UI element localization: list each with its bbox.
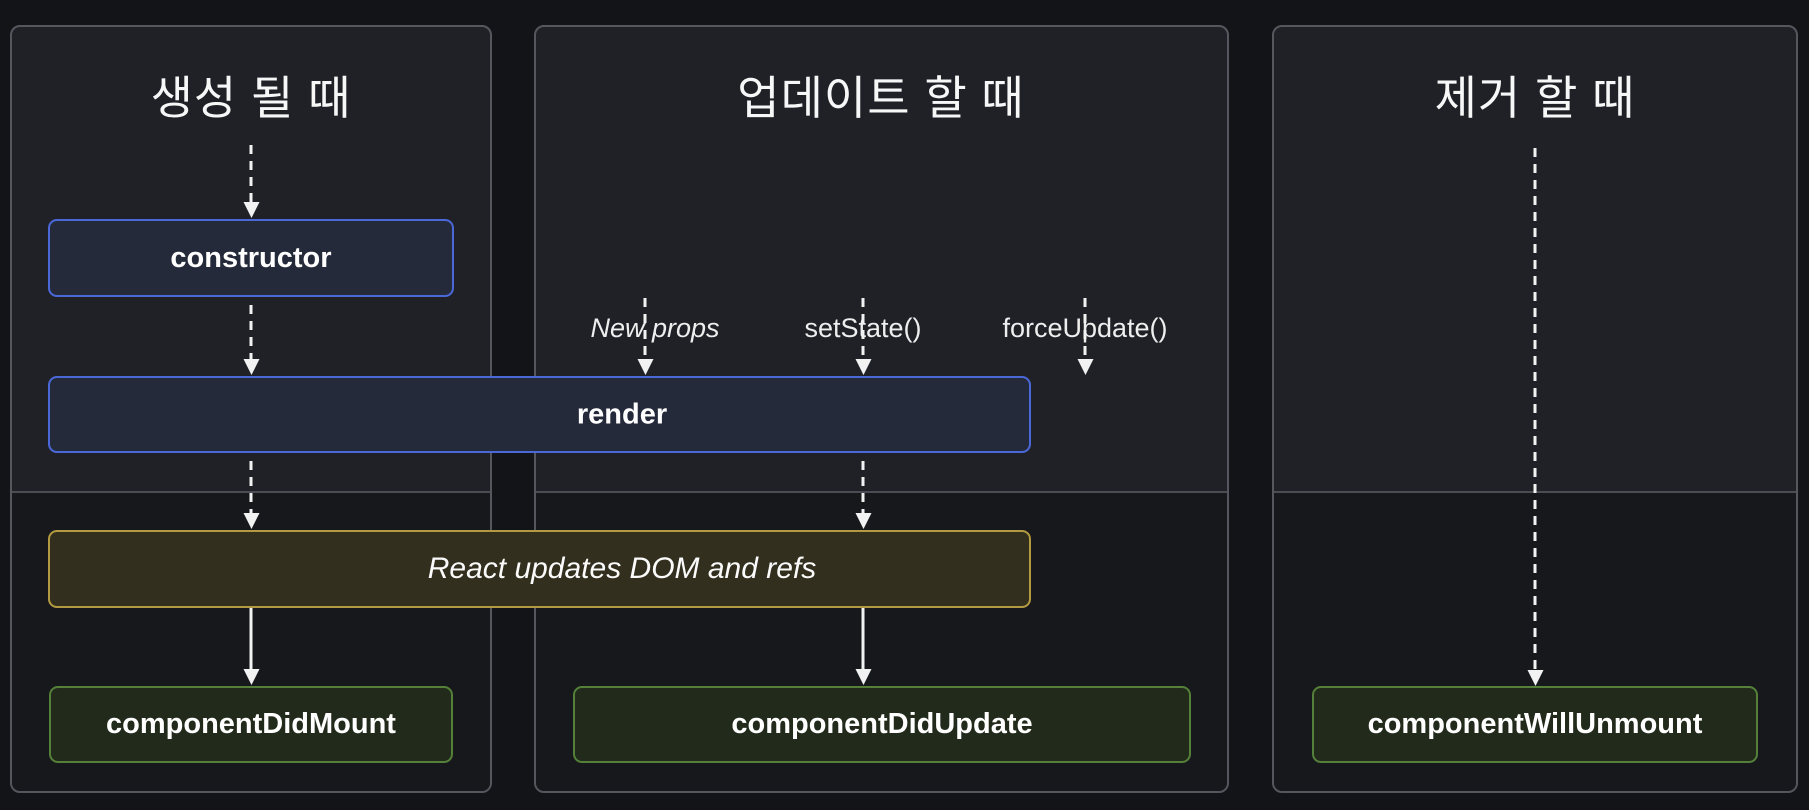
box-componentdidupdate-label: componentDidUpdate xyxy=(731,708,1033,740)
arrow-render-to-domupdate-mid xyxy=(861,461,865,514)
box-react-updates-dom-label: React updates DOM and refs xyxy=(427,552,817,585)
column-title-unmount: 제거 할 때 xyxy=(1434,72,1636,124)
arrow-newprops-to-render xyxy=(643,298,647,360)
arrow-unmount-to-willunmount xyxy=(1533,148,1537,671)
arrow-domupdate-to-didupdate xyxy=(861,608,865,670)
box-constructor-label: constructor xyxy=(170,241,332,274)
arrow-title-to-constructor xyxy=(249,145,253,203)
trigger-label-new-props: New props xyxy=(590,313,720,343)
box-componentdidupdate: componentDidUpdate xyxy=(573,686,1191,763)
box-componentdidmount: componentDidMount xyxy=(49,686,453,763)
arrow-domupdate-to-didmount xyxy=(249,608,253,670)
box-render-label: render xyxy=(576,398,668,430)
column-title-mount: 생성 될 때 xyxy=(150,72,352,124)
box-componentdidmount-label: componentDidMount xyxy=(106,708,396,740)
arrow-setstate-to-render xyxy=(861,298,865,360)
column-title-update: 업데이트 할 때 xyxy=(737,72,1025,124)
box-componentwillunmount-label: componentWillUnmount xyxy=(1367,708,1703,740)
box-componentwillunmount: componentWillUnmount xyxy=(1312,686,1758,763)
box-render: render xyxy=(48,376,1031,453)
box-react-updates-dom: React updates DOM and refs xyxy=(48,530,1031,608)
arrow-forceupdate-down xyxy=(1083,298,1087,360)
box-constructor: constructor xyxy=(48,219,454,297)
arrow-constructor-to-render xyxy=(249,305,253,360)
arrow-render-to-domupdate-left xyxy=(249,461,253,514)
